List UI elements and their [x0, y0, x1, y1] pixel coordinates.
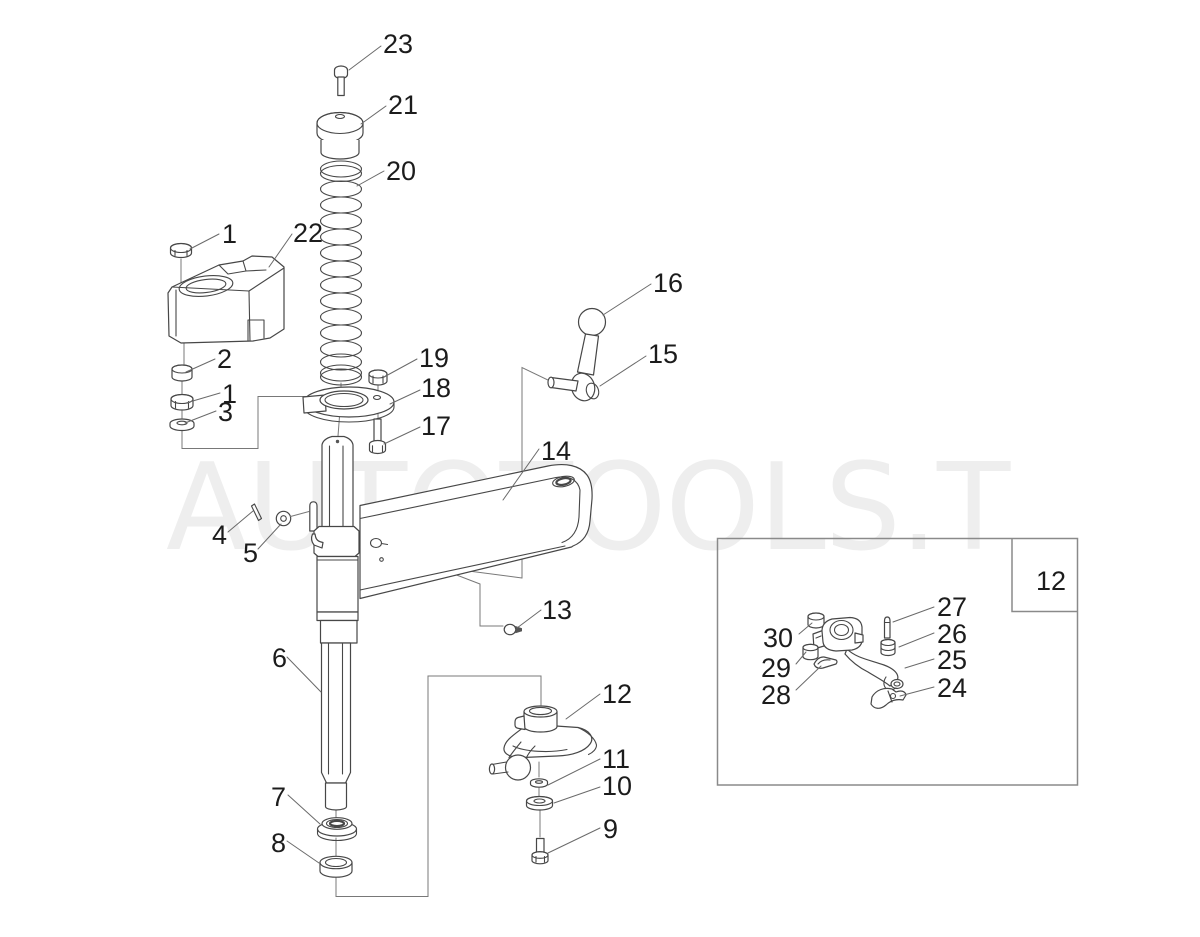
callout-29: 29 — [761, 653, 791, 683]
part-cap-21 — [316, 111, 364, 160]
callout-18: 18 — [421, 373, 451, 403]
part-arm-25 — [844, 648, 904, 692]
part-nut-26 — [880, 638, 896, 657]
callout-3: 3 — [218, 397, 233, 427]
part-nut-2 — [171, 364, 193, 382]
callout-10: 10 — [602, 771, 632, 801]
callout-25: 25 — [937, 645, 967, 675]
callout-8: 8 — [271, 828, 286, 858]
callout-2: 2 — [217, 344, 232, 374]
leader-lines — [184, 45, 935, 864]
inset-box — [716, 537, 1079, 786]
callout-15: 15 — [648, 339, 678, 369]
part-column-6 — [309, 435, 360, 811]
part-nut-1-top — [169, 242, 193, 259]
callout-17: 17 — [421, 411, 451, 441]
part-pin-4 — [250, 503, 263, 522]
part-washer-10 — [525, 795, 554, 811]
part-cap-30 — [807, 612, 825, 629]
part-spring-20 — [319, 160, 363, 386]
callout-9: 9 — [603, 814, 618, 844]
callout-14: 14 — [541, 436, 571, 466]
part-ring-7 — [316, 817, 358, 842]
part-washer-5 — [275, 510, 310, 527]
callout-22: 22 — [293, 218, 323, 248]
callout-24: 24 — [937, 673, 967, 703]
part-nut-19 — [368, 369, 388, 386]
part-knob-16 — [577, 307, 607, 337]
callout-30: 30 — [763, 623, 793, 653]
callout-20: 20 — [386, 156, 416, 186]
callout-27: 27 — [937, 592, 967, 622]
part-washer-11 — [529, 778, 549, 788]
part-bolt-17 — [368, 418, 387, 455]
part-clip-28 — [813, 656, 838, 669]
callout-13: 13 — [542, 595, 572, 625]
callout-26: 26 — [937, 619, 967, 649]
callout-7: 7 — [271, 782, 286, 812]
part-flange-18 — [302, 386, 395, 423]
callout-1-top: 1 — [222, 219, 237, 249]
part-lever-15 — [547, 333, 600, 402]
callout-labels: 23 21 20 1 22 2 1 3 19 18 17 16 15 14 13… — [212, 29, 1066, 858]
part-nut-1-mid — [170, 393, 194, 411]
part-screw-23 — [333, 65, 349, 97]
callout-12-inset: 12 — [1036, 566, 1066, 596]
part-pin-27 — [883, 616, 891, 639]
callout-6: 6 — [272, 643, 287, 673]
callout-19: 19 — [419, 343, 449, 373]
callout-1-mid: 1 — [222, 379, 237, 409]
part-cover-22 — [167, 255, 285, 344]
callout-4: 4 — [212, 520, 227, 550]
callout-12-main: 12 — [602, 679, 632, 709]
callout-5: 5 — [243, 538, 258, 568]
part-bolt-9 — [531, 837, 549, 865]
part-bushing-29 — [802, 643, 819, 661]
part-clamp-12 — [488, 705, 598, 781]
callout-11: 11 — [602, 744, 630, 774]
part-cam-24 — [870, 687, 907, 709]
part-arm-14 — [359, 463, 593, 600]
callout-28: 28 — [761, 680, 791, 710]
callout-23: 23 — [383, 29, 413, 59]
callout-21: 21 — [388, 90, 418, 120]
callout-16: 16 — [653, 268, 683, 298]
part-collar-12-inset — [812, 616, 864, 652]
part-ring-8 — [319, 855, 353, 878]
